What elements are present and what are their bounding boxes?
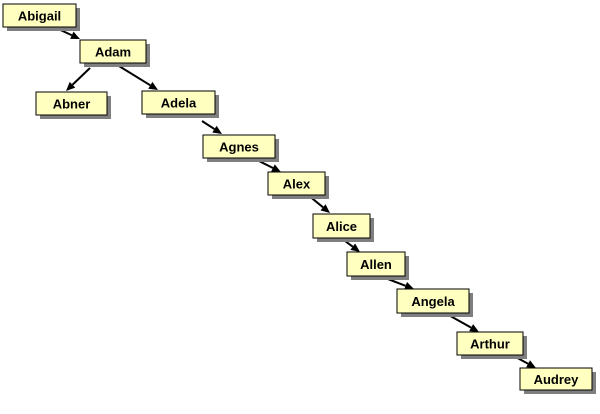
node-label: Abner — [53, 97, 91, 112]
node-angela: Angela — [396, 288, 473, 317]
node-box — [396, 288, 470, 314]
node-label: Angela — [411, 294, 455, 309]
node-allen: Allen — [346, 251, 409, 280]
node-box — [2, 3, 77, 28]
node-label: Arthur — [470, 337, 510, 352]
node-box — [456, 331, 524, 356]
node-label: Alex — [283, 177, 311, 192]
node-label: Adela — [161, 96, 197, 111]
node-abner: Abner — [35, 91, 111, 119]
node-agnes: Agnes — [202, 134, 279, 162]
node-box — [519, 367, 593, 391]
node-box — [312, 213, 371, 239]
edge-line — [71, 67, 91, 86]
node-adela: Adela — [141, 90, 219, 118]
arrowhead-icon — [70, 31, 80, 39]
node-abigail: Abigail — [2, 3, 80, 31]
arrowhead-icon — [469, 324, 479, 332]
edge-line — [201, 120, 215, 130]
node-adam: Adam — [79, 39, 150, 67]
edge-adam-adela — [113, 62, 158, 90]
node-label: Agnes — [219, 140, 259, 155]
node-alice: Alice — [312, 213, 374, 242]
node-label: Adam — [95, 45, 131, 60]
node-box — [141, 90, 216, 115]
node-audrey: Audrey — [519, 367, 596, 394]
edge-adela-agnes — [201, 120, 222, 134]
node-box — [346, 251, 406, 277]
arrowhead-icon — [526, 360, 536, 368]
node-label: Allen — [360, 257, 392, 272]
node-label: Audrey — [534, 372, 580, 387]
node-box — [79, 39, 147, 64]
node-box — [35, 91, 108, 116]
node-label: Abigail — [18, 9, 61, 24]
node-alex: Alex — [267, 171, 329, 199]
arrowhead-icon — [212, 125, 222, 134]
arrowhead-icon — [66, 81, 76, 91]
arrowhead-icon — [320, 204, 330, 213]
edge-adam-abner — [66, 67, 91, 91]
node-arthur: Arthur — [456, 331, 527, 359]
node-label: Alice — [326, 219, 357, 234]
node-box — [202, 134, 276, 159]
arrowhead-icon — [271, 164, 281, 172]
node-box — [267, 171, 326, 196]
arrowhead-icon — [350, 243, 360, 252]
arrowhead-icon — [404, 282, 414, 290]
arrowhead-icon — [148, 81, 158, 90]
